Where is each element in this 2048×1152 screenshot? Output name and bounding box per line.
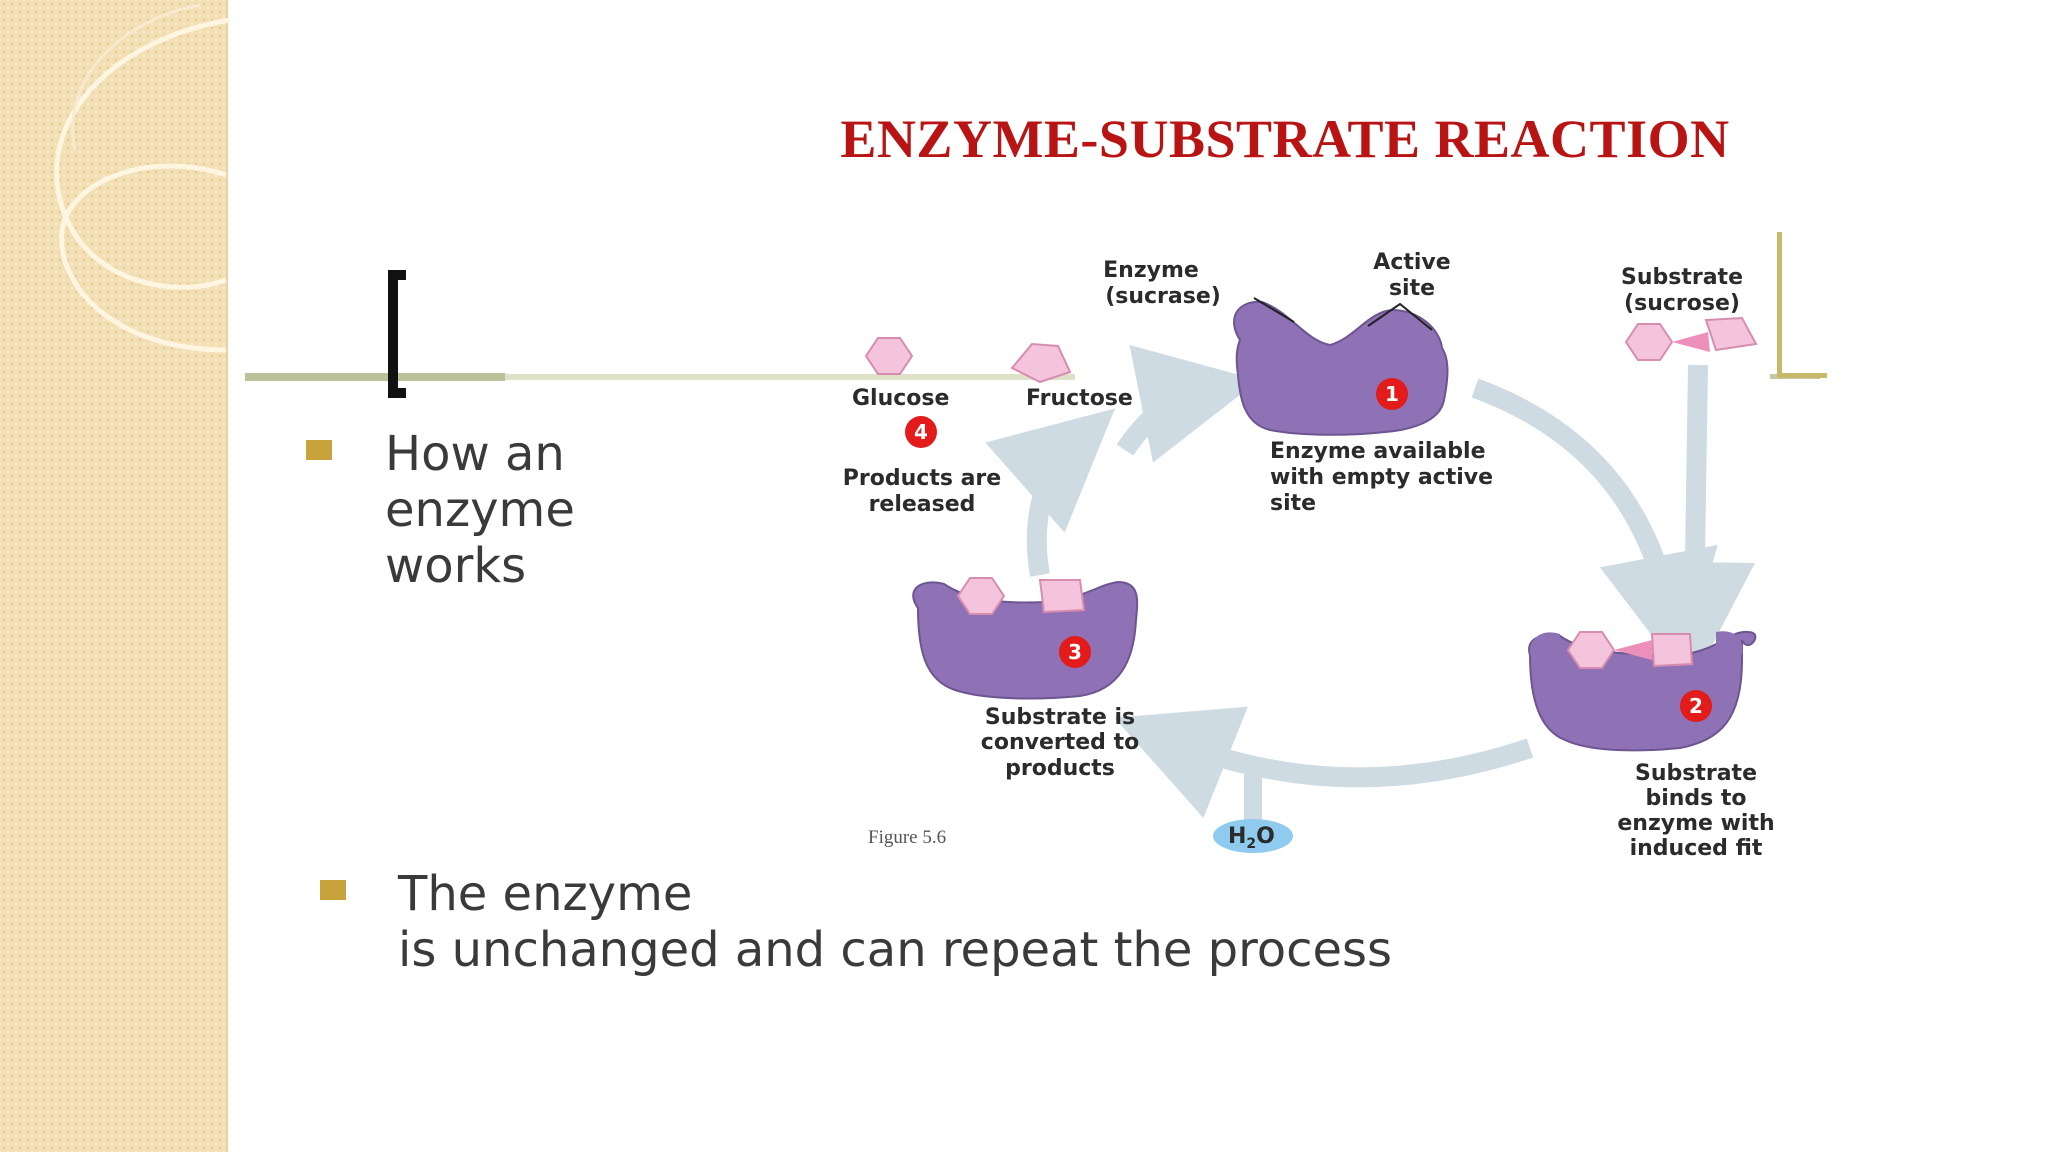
decorative-swirl: [54, 3, 231, 353]
glucose-shape: [864, 337, 914, 375]
step-badge-1: 1: [1376, 378, 1408, 410]
cycle-arrow-3-to-4: [985, 408, 1116, 577]
corner-bracket-line: [1777, 232, 1827, 378]
label-enzyme: Enzyme(sucrase): [1103, 258, 1221, 309]
enzyme-pointer-line: [1253, 297, 1295, 323]
bullet-marker: [320, 880, 346, 900]
active-site-pointer-line: [1367, 302, 1433, 331]
enzyme-shape-3: [912, 580, 1139, 700]
bound-substrate-2: [1566, 631, 1694, 669]
label-glucose: Glucose: [852, 386, 949, 411]
slide-title: ENZYME-SUBSTRATE REACTION: [840, 109, 1730, 169]
svg-text:4: 4: [914, 420, 928, 444]
cycle-arrow-4-to-1: [1116, 344, 1259, 463]
label-fructose: Fructose: [1026, 386, 1133, 411]
cycle-arrow-1-to-2: [1471, 378, 1718, 674]
bracket-mark: [388, 270, 406, 398]
enzyme-shape-2b: [1529, 631, 1743, 660]
svg-text:2: 2: [1689, 694, 1703, 718]
svg-text:1: 1: [1385, 382, 1399, 406]
fructose-shape: [1010, 342, 1072, 384]
bullet-how-enzyme-works: How an enzyme works: [385, 426, 575, 594]
step-badge-2: 2: [1680, 690, 1712, 722]
figure-caption: Figure 5.6: [868, 827, 946, 848]
substrate-sucrose: [1624, 316, 1758, 361]
bullet-enzyme-unchanged: The enzyme is unchanged and can repeat t…: [398, 866, 1393, 978]
cycle-arrow-2-to-3: [1114, 706, 1534, 818]
decorative-side-panel: [0, 0, 228, 1152]
substrate-arrow: [1634, 364, 1755, 682]
svg-text:3: 3: [1068, 640, 1082, 664]
converted-products-3: [956, 577, 1086, 615]
step-badge-4: 4: [905, 416, 937, 448]
label-substrate: Substrate(sucrose): [1621, 265, 1743, 316]
step-badge-3: 3: [1059, 636, 1091, 668]
enzyme-shape-1: [1233, 300, 1449, 436]
water-molecule-badge: H2O: [1213, 819, 1293, 853]
svg-text:H2O: H2O: [1228, 824, 1275, 852]
bullet-marker: [306, 440, 332, 460]
